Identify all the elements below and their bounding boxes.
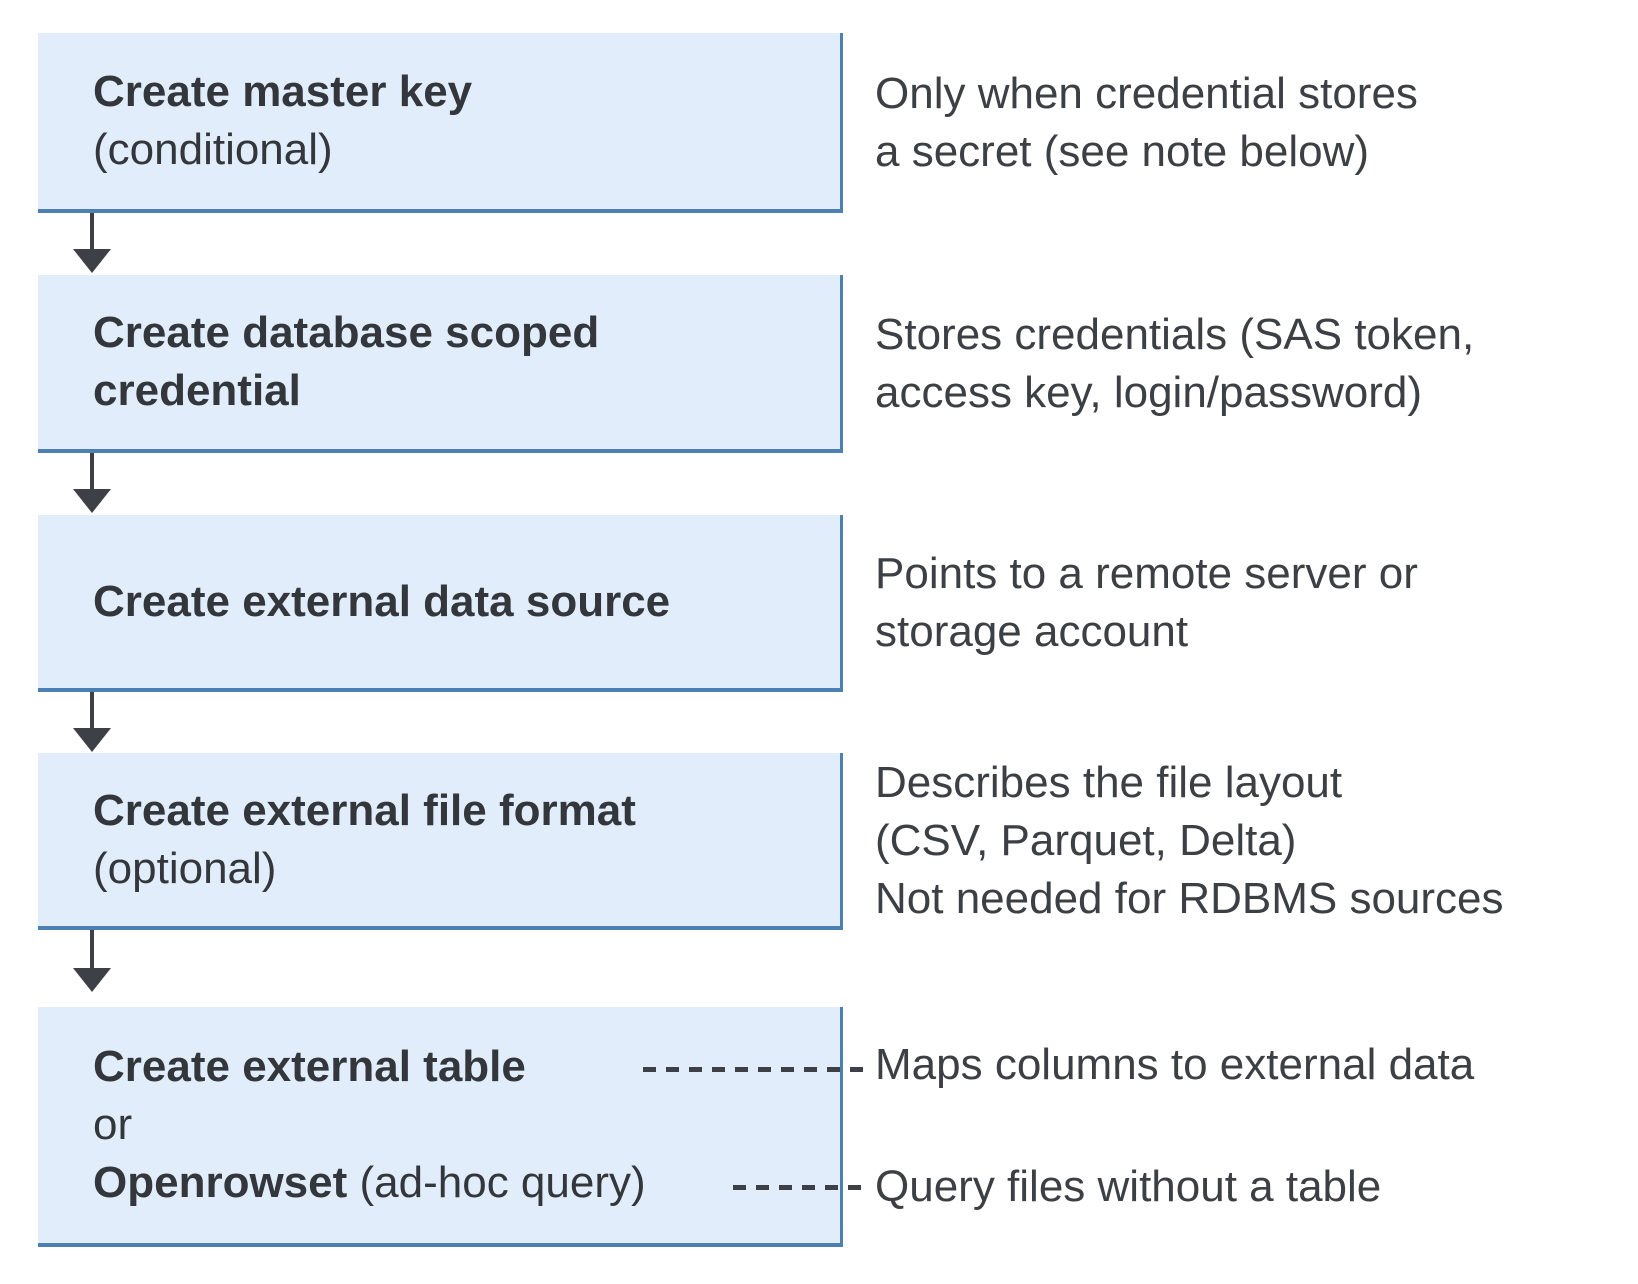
openrowset-qualifier: (ad-hoc query) <box>347 1158 646 1207</box>
openrowset-label: Openrowset <box>93 1158 348 1207</box>
flow-box-create-external-file-format: Create external file format (optional) <box>38 753 843 930</box>
box-title: Create external data source <box>93 576 671 626</box>
note-line: (CSV, Parquet, Delta) <box>875 816 1297 865</box>
box-option-openrowset: Openrowset (ad-hoc query) <box>93 1154 840 1212</box>
box-conjunction-or: or <box>93 1100 133 1149</box>
arrow-down-icon <box>90 930 94 970</box>
box-title: Create external file format <box>93 785 636 835</box>
note-external-table: Maps columns to external data <box>875 1036 1474 1094</box>
flow-box-create-external-table-or-openrowset: Create external table or Openrowset (ad-… <box>38 1007 843 1247</box>
arrow-down-head-icon <box>73 489 111 513</box>
flow-box-create-master-key: Create master key (conditional) <box>38 33 843 213</box>
box-title-line-2: credential <box>93 366 301 415</box>
arrow-down-head-icon <box>73 728 111 752</box>
box-subtitle: (optional) <box>93 843 277 893</box>
box-title-line-1: Create database scoped <box>93 308 600 357</box>
note-line: Maps columns to external data <box>875 1040 1475 1089</box>
arrow-down-head-icon <box>73 249 111 273</box>
note-master-key: Only when credential stores a secret (se… <box>875 65 1418 181</box>
arrow-down-icon <box>90 453 94 491</box>
note-line: storage account <box>875 607 1189 656</box>
flow-box-create-database-scoped-credential: Create database scoped credential <box>38 275 843 453</box>
note-line: Query files without a table <box>875 1162 1382 1211</box>
note-openrowset: Query files without a table <box>875 1158 1381 1216</box>
note-line: access key, login/password) <box>875 368 1422 417</box>
flow-box-create-external-data-source: Create external data source <box>38 515 843 692</box>
box-subtitle: (conditional) <box>93 125 333 174</box>
box-option-external-table: Create external table <box>93 1042 526 1091</box>
arrow-down-head-icon <box>73 968 111 992</box>
dashed-connector-external-table <box>643 1067 867 1072</box>
arrow-down-icon <box>90 692 94 730</box>
arrow-down-icon <box>90 213 94 251</box>
note-external-file-format: Describes the file layout (CSV, Parquet,… <box>875 754 1504 928</box>
dashed-connector-openrowset <box>733 1185 862 1190</box>
note-database-scoped-credential: Stores credentials (SAS token, access ke… <box>875 306 1474 422</box>
note-line: Stores credentials (SAS token, <box>875 310 1475 359</box>
note-line: Not needed for RDBMS sources <box>875 874 1504 923</box>
note-external-data-source: Points to a remote server or storage acc… <box>875 545 1418 661</box>
note-line: a secret (see note below) <box>875 127 1370 176</box>
note-line: Only when credential stores <box>875 69 1418 118</box>
note-line: Describes the file layout <box>875 758 1343 807</box>
box-title: Create master key <box>93 67 473 116</box>
note-line: Points to a remote server or <box>875 549 1418 598</box>
